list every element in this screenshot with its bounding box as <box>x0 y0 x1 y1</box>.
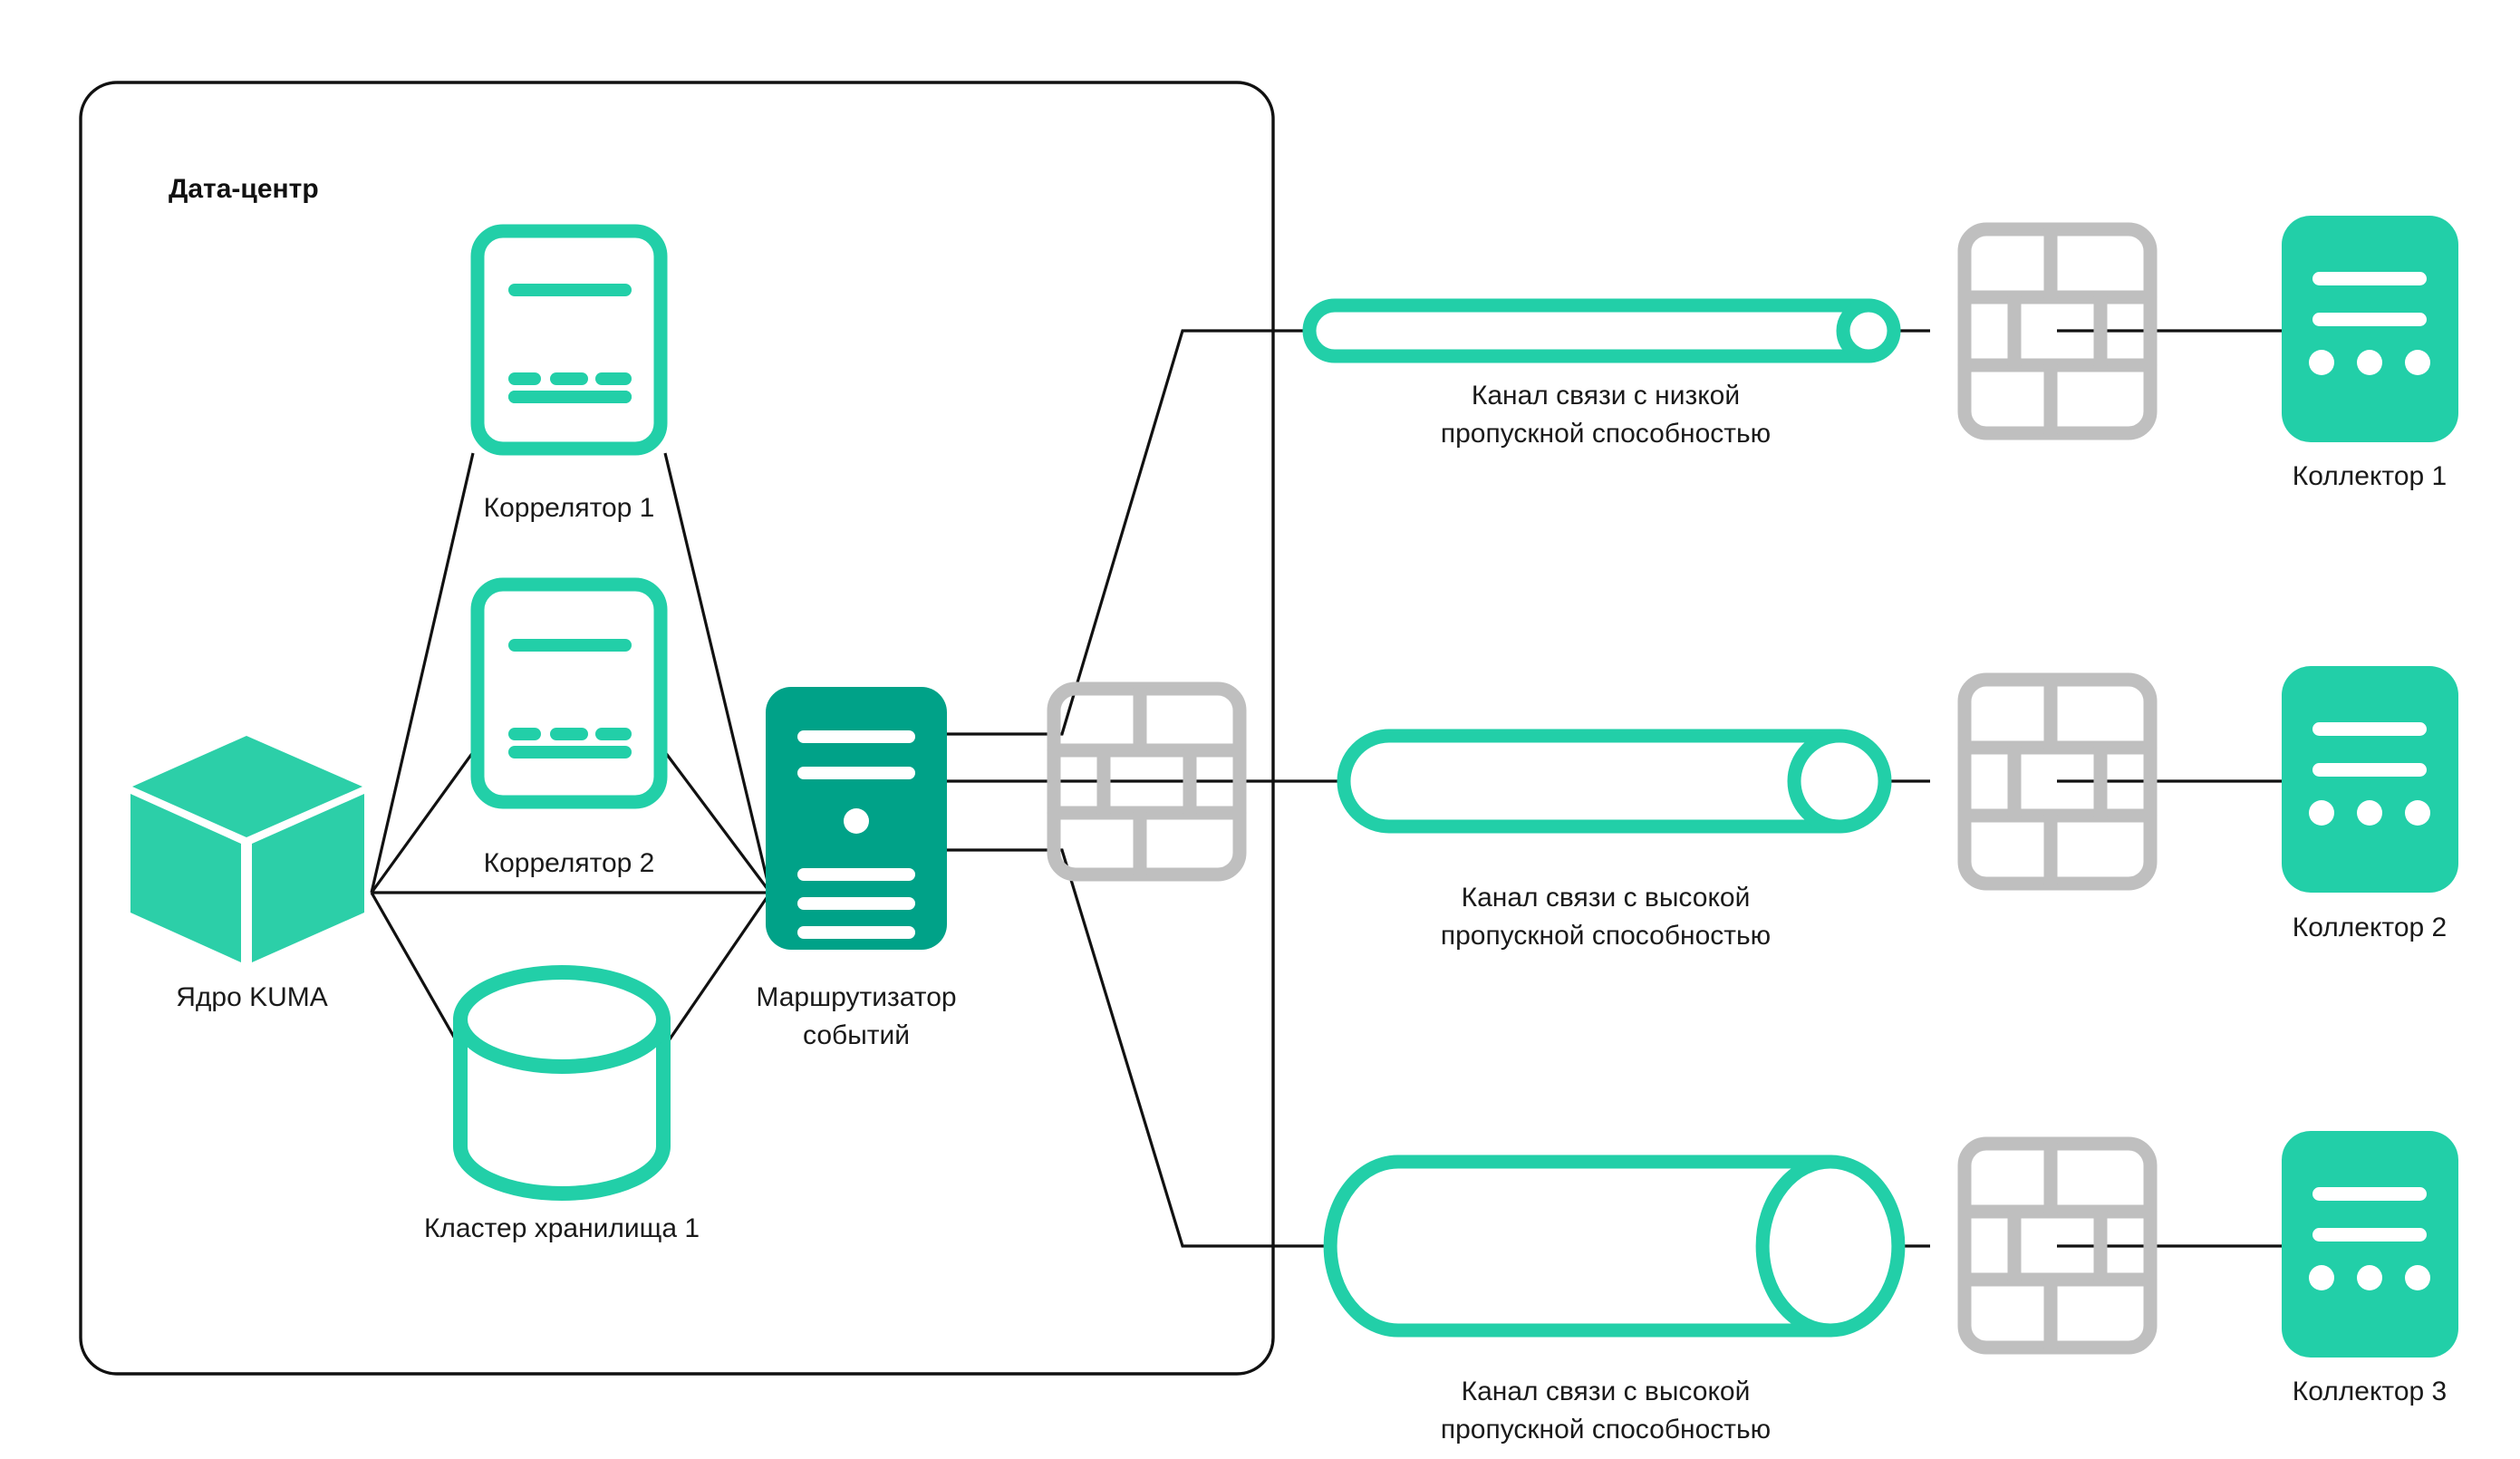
storage-cluster-label: Кластер хранилища 1 <box>424 1213 700 1243</box>
link-correlator1-to-router <box>663 452 772 894</box>
collector-2-node[interactable]: Коллектор 2 <box>2282 666 2458 942</box>
collector-1-label: Коллектор 1 <box>2293 461 2447 491</box>
cube-icon <box>130 736 364 962</box>
collector-icon <box>2282 666 2458 893</box>
channel-high-bandwidth-1[interactable]: Канал связи с высокой пропускной способн… <box>1337 729 1892 951</box>
event-router-label-line2: событий <box>803 1020 910 1050</box>
collector-3-label: Коллектор 3 <box>2293 1377 2447 1406</box>
channel-high-2-label-line2: пропускной способностью <box>1441 1415 1771 1445</box>
datacenter-boundary <box>79 81 1275 1376</box>
event-router-label-line1: Маршрутизатор <box>756 982 956 1012</box>
collector-2-label: Коллектор 2 <box>2293 913 2447 942</box>
collector-icon <box>2282 216 2458 442</box>
firewall-1-node[interactable] <box>1957 222 2158 440</box>
database-cylinder-icon <box>453 965 671 1201</box>
correlator-icon <box>470 577 668 809</box>
link-core-to-correlator2 <box>370 751 475 894</box>
firewall-brick-icon <box>1957 672 2158 891</box>
thick-pipe-icon <box>1323 1155 1906 1338</box>
thick-pipe-icon <box>1337 729 1892 834</box>
firewall-inner-node[interactable] <box>1047 681 1247 882</box>
link-router-to-channel-low <box>942 329 1930 736</box>
thin-pipe-icon <box>1302 298 1901 363</box>
link-core-to-storage <box>370 892 464 1052</box>
correlator-2-label: Коррелятор 2 <box>484 848 655 878</box>
channel-high-1-label-line1: Канал связи с высокой <box>1462 883 1751 913</box>
event-router-node[interactable]: Маршрутизатор событий <box>756 687 957 1050</box>
datacenter-title: Дата-центр <box>169 174 319 204</box>
link-correlator2-to-router <box>663 751 772 894</box>
channel-low-label-line1: Канал связи с низкой <box>1472 381 1740 411</box>
collector-3-node[interactable]: Коллектор 3 <box>2282 1131 2458 1406</box>
storage-cluster-node[interactable]: Кластер хранилища 1 <box>424 965 700 1243</box>
firewall-brick-icon <box>1957 222 2158 440</box>
channel-low-label-line2: пропускной способностью <box>1441 419 1771 449</box>
firewall-3-node[interactable] <box>1957 1136 2158 1355</box>
correlator-2-node[interactable]: Коррелятор 2 <box>470 577 668 878</box>
correlator-icon <box>470 224 668 456</box>
correlator-1-label: Коррелятор 1 <box>484 493 655 523</box>
collector-icon <box>2282 1131 2458 1358</box>
firewall-2-node[interactable] <box>1957 672 2158 891</box>
channel-low-bandwidth[interactable]: Канал связи с низкой пропускной способно… <box>1302 298 1901 449</box>
channel-high-2-label-line1: Канал связи с высокой <box>1462 1377 1751 1406</box>
kuma-core-label: Ядро KUMA <box>176 982 328 1012</box>
link-storage-to-router <box>660 892 772 1052</box>
channel-high-bandwidth-2[interactable]: Канал связи с высокой пропускной способн… <box>1323 1155 1906 1445</box>
server-icon <box>766 687 947 950</box>
firewall-brick-icon <box>1047 681 1247 882</box>
collector-1-node[interactable]: Коллектор 1 <box>2282 216 2458 491</box>
channel-high-1-label-line2: пропускной способностью <box>1441 921 1771 951</box>
correlator-1-node[interactable]: Коррелятор 1 <box>470 224 668 523</box>
link-core-to-correlator1 <box>370 452 475 894</box>
firewall-brick-icon <box>1957 1136 2158 1355</box>
kuma-core-node[interactable]: Ядро KUMA <box>130 736 364 1012</box>
